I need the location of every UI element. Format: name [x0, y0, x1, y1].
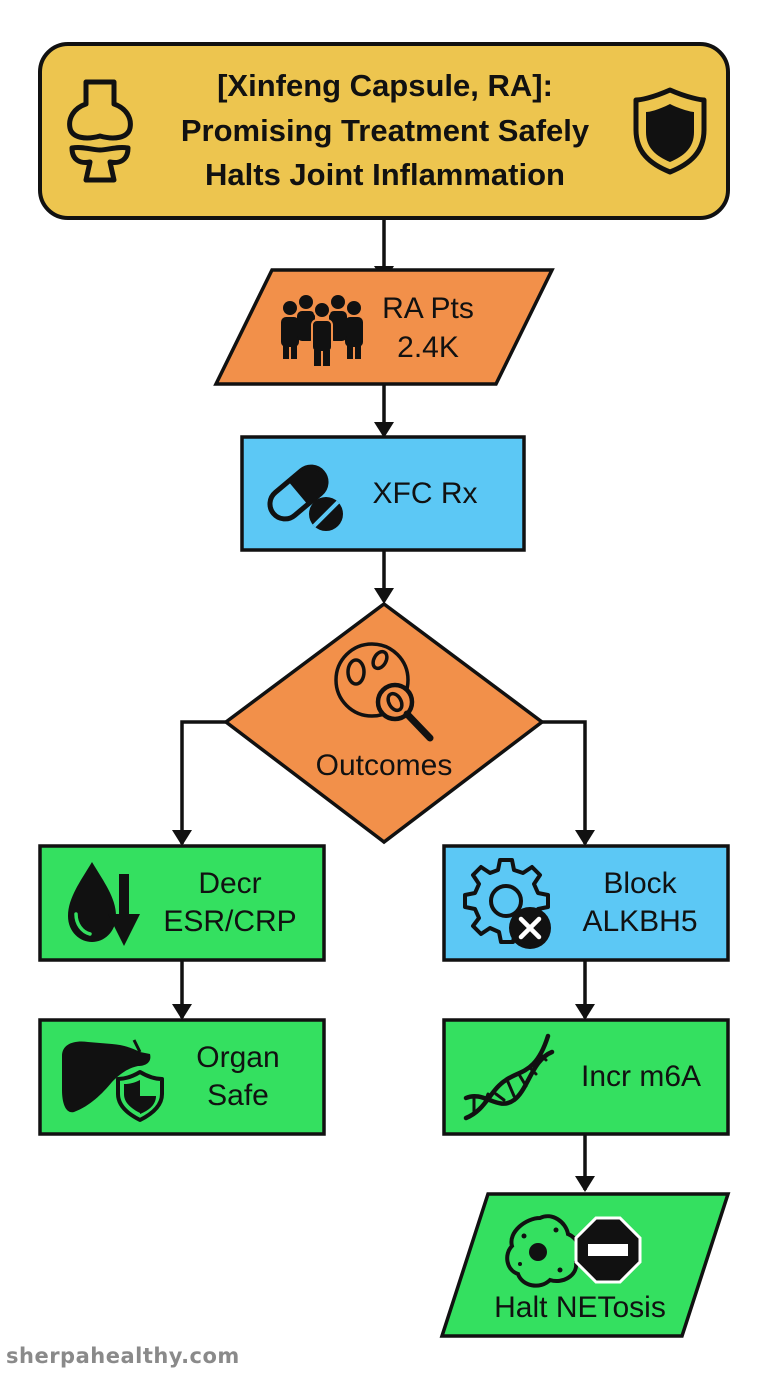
- title-line-2: Promising Treatment Safely: [180, 113, 590, 148]
- title-box: [38, 42, 730, 220]
- treatment-label: XFC Rx: [372, 477, 478, 510]
- block-label-line-1: Block: [603, 867, 677, 900]
- dna-icon: [463, 1033, 555, 1121]
- cell-stop-sign-icon: [505, 1214, 642, 1288]
- patients-label-line-2: 2.4K: [397, 331, 459, 364]
- arrow-outcomes-to-block: [542, 720, 587, 844]
- treatment-node: [240, 435, 526, 552]
- cell-magnifier-icon: [334, 642, 434, 742]
- arrowhead: [172, 1004, 192, 1020]
- outcomes-label: Outcomes: [315, 749, 453, 782]
- title-line-1: [Xinfeng Capsule, RA]:: [217, 68, 553, 103]
- m6a-label: Incr m6A: [580, 1060, 702, 1093]
- markers-label-line-1: Decr: [198, 867, 262, 900]
- netosis-label: Halt NETosis: [494, 1291, 666, 1324]
- arrow-outcomes-to-markers: [180, 720, 226, 844]
- liver-shield-icon: [62, 1039, 164, 1122]
- organ-label-line-1: Organ: [196, 1041, 280, 1074]
- arrowhead: [575, 830, 595, 846]
- connectors: [180, 218, 587, 1190]
- arrowhead: [374, 422, 394, 438]
- m6a-node: [442, 1018, 730, 1136]
- arrowhead: [172, 830, 192, 846]
- organ-label-line-2: Safe: [207, 1079, 269, 1112]
- knee-joint-icon: [67, 79, 133, 183]
- patients-label-line-1: RA Pts: [382, 292, 474, 325]
- drop-down-arrow-icon: [68, 862, 140, 946]
- block-label-line-2: ALKBH5: [582, 905, 698, 938]
- people-group-icon: [281, 295, 363, 366]
- arrowhead: [575, 1004, 595, 1020]
- pills-icon: [267, 464, 343, 531]
- arrowhead: [374, 588, 394, 604]
- title-line-3: Halts Joint Inflammation: [205, 157, 565, 192]
- markers-label-line-2: ESR/CRP: [163, 905, 297, 938]
- outcomes-node: [223, 601, 545, 845]
- arrowhead: [575, 1176, 595, 1192]
- gear-x-icon: [463, 858, 551, 949]
- block-node: [442, 844, 730, 962]
- shield-icon: [633, 87, 707, 175]
- watermark-text: sherpahealthy.com: [6, 1344, 240, 1368]
- patients-node: [213, 268, 555, 386]
